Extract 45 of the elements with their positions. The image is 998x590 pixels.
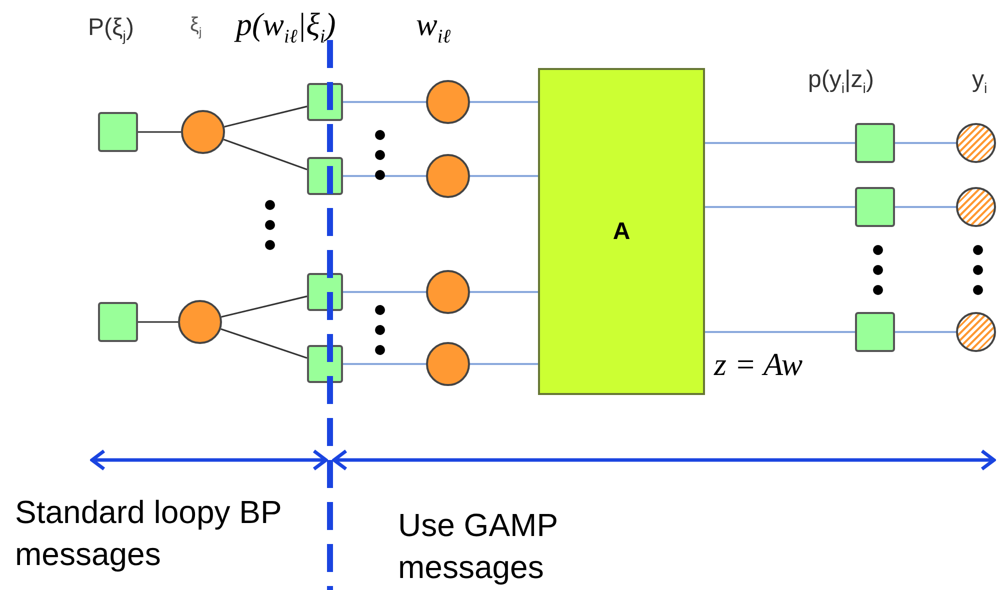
region-label: Use GAMP messages — [398, 506, 558, 587]
connector-line — [895, 142, 956, 144]
variable-circle — [178, 300, 222, 344]
observed-variable-circle — [956, 312, 996, 352]
variable-circle — [426, 80, 470, 124]
observed-variable-circle — [956, 123, 996, 163]
connector-line — [343, 363, 426, 365]
variable-label: w$_{iℓ}$ — [416, 6, 451, 48]
connector-line — [224, 106, 308, 128]
connector-line — [895, 331, 956, 333]
variable-label: p(y$_{i}$|z$_{i}$) — [808, 66, 874, 97]
variable-circle — [181, 110, 225, 154]
connector-line — [705, 142, 855, 144]
factor-square — [855, 187, 895, 227]
connector-line — [470, 101, 538, 103]
connector-line — [221, 296, 308, 318]
factor-square — [98, 112, 138, 152]
connector-line — [470, 175, 538, 177]
connector-line — [138, 321, 178, 323]
factor-square — [98, 302, 138, 342]
matrix-label: A — [612, 218, 630, 246]
variable-circle — [426, 342, 470, 386]
connector-line — [705, 206, 855, 208]
connector-line — [705, 331, 855, 333]
connector-line — [223, 138, 308, 170]
variable-label: z = Aw — [714, 346, 803, 383]
connector-line — [343, 101, 426, 103]
connector-line — [343, 291, 426, 293]
variable-label: p(w$_{iℓ}$|ξ$_{i}$) — [236, 6, 336, 48]
connector-line — [138, 131, 181, 133]
variable-label: P(ξ$_{j}$) — [88, 14, 134, 45]
variable-label: y$_{i}$ — [972, 66, 988, 97]
variable-circle — [426, 154, 470, 198]
connector-line — [220, 328, 308, 359]
factor-square — [855, 312, 895, 352]
connector-line — [470, 363, 538, 365]
connector-line — [470, 291, 538, 293]
matrix-box — [538, 68, 705, 395]
observed-variable-circle — [956, 187, 996, 227]
variable-circle — [426, 270, 470, 314]
region-label: Standard loopy BP messages — [15, 493, 282, 574]
variable-label: ξ$_{j}$ — [190, 14, 202, 39]
connector-line — [895, 206, 956, 208]
connector-line — [343, 175, 426, 177]
factor-square — [855, 123, 895, 163]
